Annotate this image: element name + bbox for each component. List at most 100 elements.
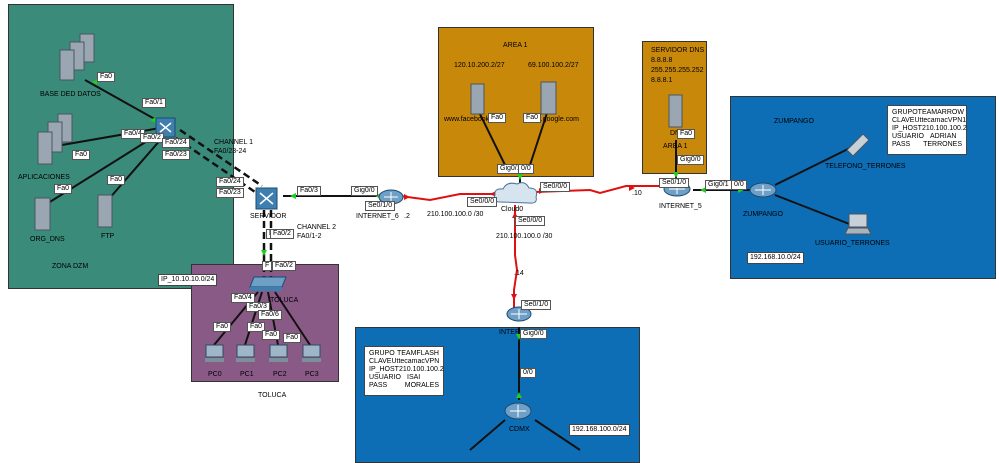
- port-tol-b: Fa0/3: [246, 302, 270, 312]
- server-ftp-icon[interactable]: [96, 193, 116, 231]
- label-dns-title: SERVIDOR DNS: [651, 47, 705, 54]
- label-google: www.google.com: [526, 116, 579, 123]
- port-zum-00: 0/0: [731, 180, 747, 190]
- port-tol-c: Fa0/6: [258, 310, 282, 320]
- label-channel1-b: FA0/23-24: [214, 148, 247, 155]
- internet-cdmx-router-icon[interactable]: [505, 305, 533, 323]
- port-cdmx-00: 0/0: [520, 368, 536, 378]
- label-channel2-b: FA0/1-2: [297, 233, 322, 240]
- channel1-a: [179, 128, 263, 188]
- port-i6-se: Se0/1/0: [365, 201, 396, 211]
- label-servidor: SERVIDOR: [250, 213, 287, 220]
- label-internet5: INTERNET_5: [659, 203, 702, 210]
- label-usuario: USUARIO_TERRONES: [815, 240, 890, 247]
- facebook-server-icon[interactable]: [469, 82, 487, 116]
- link-ftp-switch: [107, 137, 163, 201]
- port-cloud-se0: Se0/0/0: [467, 197, 498, 207]
- label-pc0: PC0: [208, 371, 222, 378]
- label-zumpango-net: 192.168.10.0/24: [747, 252, 804, 264]
- link-toluca-pc3: [274, 291, 311, 346]
- link-toluca-pc1: [244, 291, 263, 346]
- label-internet6: INTERNET_6: [356, 213, 399, 220]
- toluca-switch-icon[interactable]: [248, 275, 288, 293]
- label-cloud: Cloud0: [501, 206, 524, 213]
- server-bd-icon[interactable]: [52, 32, 102, 87]
- label-dns-line1: 8.8.8.8: [651, 57, 673, 64]
- serial-internet6-cloud: [399, 193, 500, 202]
- label-pc2: PC2: [273, 371, 287, 378]
- laptop-icon[interactable]: [844, 212, 872, 236]
- cdmx-router-icon[interactable]: [503, 400, 533, 422]
- label-pc3: PC3: [305, 371, 319, 378]
- label-dot2: .2: [404, 213, 410, 220]
- label-dot14: .14: [514, 270, 524, 277]
- link-zumpango-phone: [774, 147, 851, 186]
- port-tol-f: F: [262, 261, 273, 271]
- label-ip-google: 69.100.100.2/27: [528, 62, 579, 69]
- label-net-cdmx: 210.100.100.0 /30: [496, 233, 553, 240]
- server-org-dns-icon[interactable]: [33, 196, 53, 234]
- label-zumpango-router: ZUMPANGO: [743, 211, 783, 218]
- link-cdmx-right: [534, 419, 581, 451]
- label-dns-area: AREA 1: [663, 143, 688, 150]
- port-icdmx-g: Gig0/0: [520, 329, 547, 339]
- label-channel2-a: CHANNEL 2: [297, 224, 337, 231]
- label-base-datos: BASE DED DATOS: [40, 91, 101, 98]
- link-area1-fb: [477, 109, 506, 166]
- port-pc1: Fa0: [247, 322, 266, 332]
- google-server-icon[interactable]: [539, 80, 559, 116]
- port-sw-01: Fa0/1: [142, 98, 166, 108]
- port-i5-se: Se0/1/0: [659, 178, 690, 188]
- label-channel1-a: CHANNEL 1: [214, 139, 254, 146]
- port-dns: Fa0: [677, 129, 696, 139]
- dzm-switch-icon[interactable]: [154, 116, 178, 140]
- port-pc3: Fa0: [283, 333, 302, 343]
- pc3-icon[interactable]: [301, 344, 323, 364]
- label-ftp: FTP: [101, 233, 115, 240]
- label-pc1: PC1: [240, 371, 254, 378]
- port-app: Fa0: [72, 150, 91, 160]
- port-i5-g: Gig0/1: [705, 180, 732, 190]
- label-toluca-zone: TOLUCA: [258, 392, 287, 399]
- link-cdmx-left: [469, 419, 506, 451]
- port-fb: Fa0: [488, 113, 507, 123]
- pc1-icon[interactable]: [235, 344, 257, 364]
- link-area1-google: [529, 109, 549, 166]
- port-dns-gig: Gig0/0: [677, 155, 704, 165]
- pc2-icon[interactable]: [268, 344, 290, 364]
- label-cdmx-net: 192.168.100.0/24: [569, 424, 630, 436]
- port-cloud-00: 0/0: [518, 164, 534, 174]
- link-bd-switch: [84, 79, 161, 123]
- port-srv-023: Fa0/23: [216, 188, 244, 198]
- phone-icon[interactable]: [843, 130, 873, 160]
- port-cloud-se1: Se0/0/0: [540, 182, 571, 192]
- port-ftp: Fa0: [107, 175, 126, 185]
- port-org: Fa0: [54, 184, 73, 194]
- dns-server-icon[interactable]: [667, 93, 685, 129]
- label-dns-line3: 8.8.8.1: [651, 77, 673, 84]
- server-app-icon[interactable]: [30, 112, 80, 172]
- port-sw-024: Fa0/24: [162, 138, 190, 148]
- port-bd: Fa0: [97, 72, 116, 82]
- port-srv-02: Fa0/2: [270, 229, 294, 239]
- zone-area1: [438, 27, 594, 177]
- port-srv-03: Fa0/3: [297, 186, 321, 196]
- label-cdmx-router: CDMX: [509, 426, 530, 433]
- port-goo: Fa0: [523, 113, 542, 123]
- label-zona-dzm: ZONA DZM: [52, 263, 89, 270]
- label-zumpango-zone: ZUMPANGO: [774, 118, 814, 125]
- label-org-dns: ORG_DNS: [30, 236, 65, 243]
- cloud-icon[interactable]: [492, 180, 540, 208]
- label-facebook: www.facebook.com: [444, 116, 505, 123]
- label-telefono: TELEFONO_TERRONES: [825, 163, 906, 170]
- servidor-switch-icon[interactable]: [254, 186, 280, 212]
- label-toluca-switch: TOLUCA: [270, 297, 299, 304]
- port-cloud-se-down: Se0/0/0: [515, 216, 546, 226]
- zumpango-router-icon[interactable]: [748, 180, 778, 200]
- pc0-icon[interactable]: [204, 344, 226, 364]
- label-aplicaciones: APLICACIONES: [18, 174, 70, 181]
- label-internet-cdmx: INTERNET: [499, 329, 534, 336]
- port-sw-023: Fa0/23: [162, 150, 190, 160]
